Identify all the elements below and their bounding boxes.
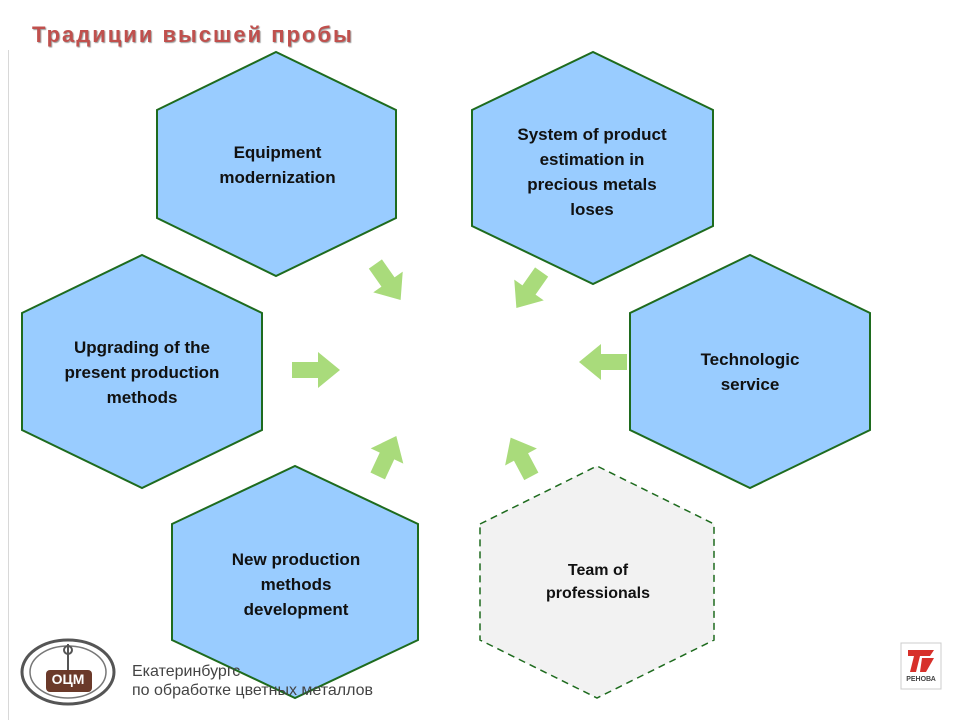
footer-company-name: Екатеринбургс по обработке цветных метал… [132,662,373,700]
hex-upgrading [21,253,263,490]
left-divider [8,50,9,720]
label-system: System of product estimation in precious… [517,125,667,219]
label-technologic: Technologic service [700,350,800,394]
footer-line-2: по обработке цветных металлов [132,682,374,699]
label-equipment: Equipment modernization [219,143,336,187]
label-new-methods: New production methods development [231,549,361,619]
arrow-from-new-methods [370,436,404,480]
hex-equipment [156,50,397,278]
label-upgrading: Upgrading of the present production meth… [64,337,220,407]
hex-technologic [629,253,871,490]
hex-team [479,465,715,699]
page-title: Традиции высшей пробы [32,22,354,47]
hex-system [471,50,714,286]
label-team: Team of professionals [545,562,651,602]
arrow-from-system [514,267,549,309]
oim-logo-mark: ОЦМ [51,671,85,687]
arrow-from-team [505,437,539,481]
footer-line-1: Екатеринбургс [132,663,241,680]
renova-wordmark: РЕНОВА [906,676,936,683]
arrow-from-upgrading [292,352,340,388]
arrow-from-technologic [579,344,627,380]
oim-logo [20,638,116,706]
arrow-from-equipment [368,259,403,301]
hex-new-methods [171,464,419,700]
renova-logo [900,642,942,690]
